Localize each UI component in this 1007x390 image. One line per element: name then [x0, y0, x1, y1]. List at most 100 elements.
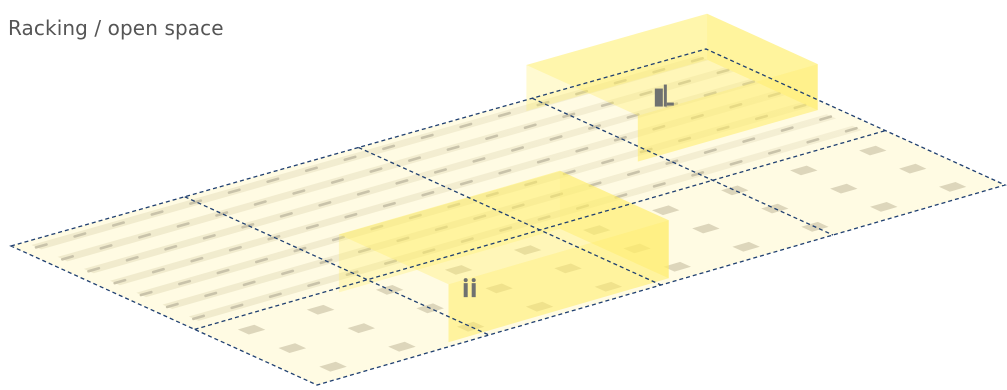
rack-light-mark [446, 145, 460, 151]
racking-open-boundary [194, 129, 886, 331]
open-space-light-mark [513, 245, 542, 255]
rack-light-mark [215, 211, 229, 217]
rack-light-mark [703, 148, 717, 154]
person-head [463, 278, 468, 283]
rack-light-mark [652, 182, 666, 188]
open-space-light-mark [583, 225, 611, 235]
forklift-icon [654, 84, 674, 107]
rack-light-mark [227, 188, 241, 194]
rack-light-mark [281, 269, 295, 276]
grid-division-line [358, 146, 662, 286]
rack-light-mark [192, 314, 206, 321]
rack-light-mark [422, 248, 436, 254]
open-space-light-mark [870, 202, 898, 212]
rack-light-mark [73, 232, 87, 238]
rack-light-mark [819, 115, 833, 121]
open-space-light-mark [319, 361, 347, 372]
rack-light-mark [536, 157, 550, 164]
rack-light-mark [266, 177, 280, 184]
rack-light-mark [228, 245, 242, 252]
rack-light-mark [562, 112, 576, 119]
rack-light-mark [575, 89, 589, 96]
rack-light-mark [677, 79, 691, 86]
rack-light-mark [806, 138, 820, 144]
rack-light-mark [434, 225, 448, 232]
rack-light-mark [742, 137, 756, 143]
rack-light-mark [524, 180, 538, 187]
rack-light-mark [844, 126, 858, 133]
rack-light-mark [767, 149, 781, 155]
rack-light-mark [576, 204, 589, 210]
rack-light-mark [421, 190, 435, 197]
rack-light-mark [408, 156, 422, 162]
rack-light-mark [253, 200, 267, 206]
rack-light-mark [613, 78, 627, 85]
open-space-light-mark [939, 182, 967, 192]
rack-light-mark [150, 210, 164, 216]
rack-light-mark [433, 168, 447, 174]
rack-light-mark [549, 135, 563, 141]
rack-light-mark [537, 215, 551, 221]
rack-light-mark [716, 68, 730, 75]
zone-back-face [338, 170, 560, 293]
zone-front-face [637, 64, 818, 162]
rack-light-mark [189, 199, 203, 205]
floor-outline [9, 48, 1007, 386]
diagram-title: Racking / open space [8, 16, 224, 40]
rack-light-mark [665, 159, 679, 165]
rack-light-mark [613, 135, 627, 142]
rack-light-mark [600, 101, 614, 108]
open-space-light-mark [732, 241, 760, 252]
open-space-light-mark [306, 304, 335, 315]
rack-light-mark [202, 234, 216, 240]
open-space-light-mark [899, 163, 927, 174]
rack-light-mark [268, 292, 282, 299]
rack-light-mark [562, 169, 576, 176]
rack-light-mark [138, 233, 152, 239]
rack-light-mark [460, 237, 474, 243]
rack-light-mark [588, 181, 602, 188]
rack-light-mark [151, 267, 165, 274]
open-space-light-mark [859, 145, 887, 156]
rack-light-mark [601, 158, 615, 165]
open-space-light-mark [721, 185, 749, 196]
rack-light-mark [626, 170, 640, 176]
rack-light-mark [639, 90, 653, 97]
rack-light-mark [498, 168, 512, 175]
rack-light-mark [729, 160, 743, 166]
rack-light-mark [408, 213, 422, 220]
rack-light-mark [216, 268, 230, 275]
rack-light-mark [396, 236, 410, 243]
rack-light-mark [690, 56, 704, 63]
lower-left-illuminated-zone [338, 170, 669, 343]
rack-light-mark [472, 157, 486, 163]
rack-light-mark [113, 278, 127, 285]
rack-light-mark [255, 257, 268, 264]
person-head [471, 278, 476, 283]
rack-light-mark [588, 124, 602, 130]
open-space-light-mark [278, 343, 307, 353]
rack-light-mark [447, 202, 461, 209]
open-space-light-mark [388, 341, 416, 352]
rack-light-mark [343, 155, 357, 162]
open-space-light-mark [663, 261, 691, 272]
rack-light-mark [241, 223, 255, 229]
rack-light-mark [742, 80, 756, 86]
zone-top-face [526, 13, 818, 116]
zone-top-face [338, 170, 669, 285]
people-icon [463, 278, 476, 298]
rack-light-mark [99, 244, 113, 250]
rack-light-mark [318, 201, 332, 207]
rack-light-mark [331, 235, 345, 242]
forklift-mast [663, 84, 667, 107]
rack-light-mark [384, 259, 398, 265]
rack-light-mark [304, 166, 318, 173]
rack-light-mark [626, 113, 640, 119]
figures [463, 84, 674, 298]
rack-light-mark [111, 221, 125, 227]
rack-light-mark [330, 178, 344, 184]
rack-light-mark [139, 290, 153, 297]
rack-light-mark [382, 144, 396, 151]
rack-light-mark [485, 134, 499, 141]
